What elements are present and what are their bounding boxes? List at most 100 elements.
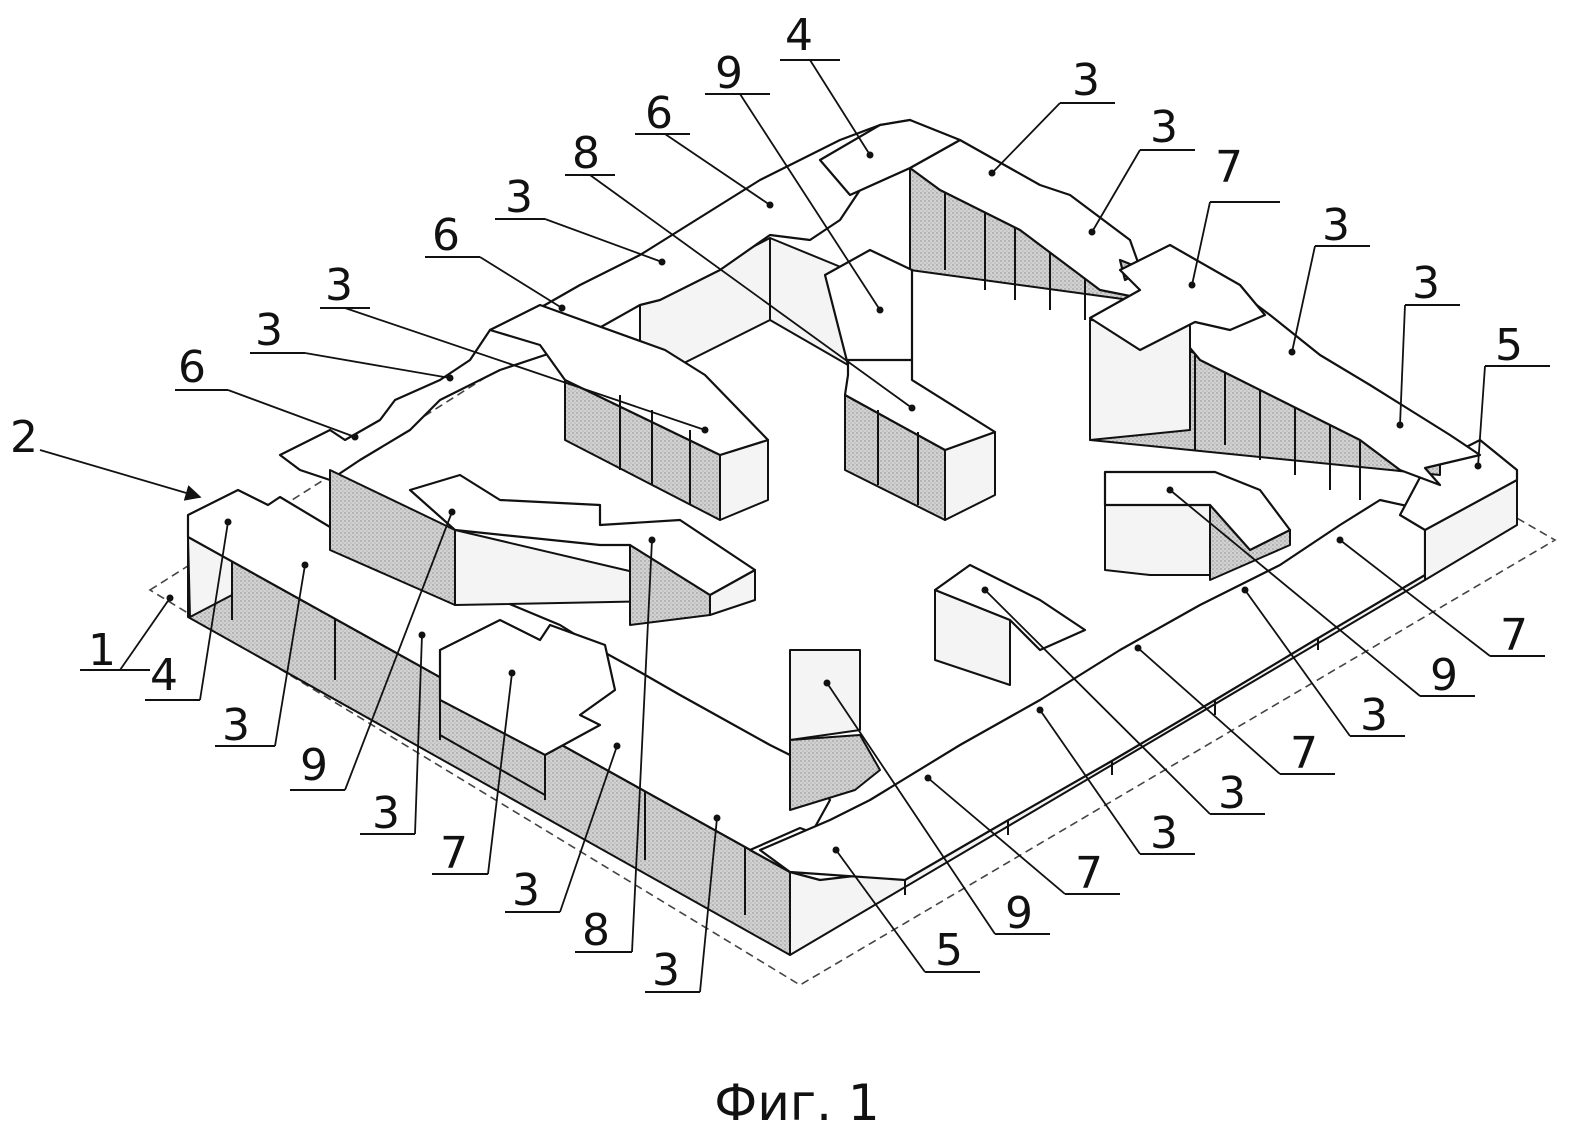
callout-leader-c-7d <box>1339 539 1491 657</box>
inner-wing-left-joints <box>619 395 691 505</box>
callout-label-c-3l: 3 <box>505 172 533 223</box>
inner-wing-lower-roof <box>408 473 757 597</box>
callout-leader-c-3a <box>274 564 306 747</box>
callout-dot-c-5b <box>1474 462 1482 470</box>
callout-leader-c-9c <box>1169 489 1421 697</box>
callout-leader-c-6b <box>479 256 563 309</box>
inner-wing-br-roof <box>933 563 1087 652</box>
callout-dot-c-9b <box>823 679 831 687</box>
callout-label-c-3j: 3 <box>1150 102 1178 153</box>
callout-label-c-5b: 5 <box>1495 320 1523 371</box>
callout-leader-c-5a <box>835 849 926 973</box>
callout-dot-c-7e <box>1188 281 1196 289</box>
callout-label-c-6a: 6 <box>645 88 673 139</box>
se-wing-roof <box>758 498 1427 882</box>
callout-leader-c-8b <box>589 174 913 409</box>
callout-dot-c-7a <box>508 669 516 677</box>
callout-dot-c-9d <box>876 306 884 314</box>
callout-leader-c-5b <box>1477 365 1486 467</box>
callout-leader-c-3j <box>1091 149 1141 233</box>
callout-label-c-3n: 3 <box>255 305 283 356</box>
callout-label-c-3d: 3 <box>652 945 680 996</box>
callout-dot-c-6b <box>558 304 566 312</box>
callout-dot-c-3l <box>658 258 666 266</box>
callout-dot-c-7c <box>1134 644 1142 652</box>
callout-dot-c-3d <box>713 814 721 822</box>
callout-leader-c-9a <box>344 511 453 791</box>
callout-leader-c-3e <box>1039 709 1141 855</box>
callout-label-c-9a: 9 <box>300 740 328 791</box>
callout-label-c-3a: 3 <box>222 700 250 751</box>
callout-label-c-8a: 8 <box>582 905 610 956</box>
callout-leader-c-3m <box>344 307 706 431</box>
callout-dot-c-3f <box>981 586 989 594</box>
callout-dot-c-3e <box>1036 706 1044 714</box>
callout-leader-c-3g <box>1244 589 1351 737</box>
callout-label-c-3g: 3 <box>1360 690 1388 741</box>
callout-leader-c-9b <box>826 682 996 935</box>
callout-dot-c-1 <box>166 594 174 602</box>
callout-label-c-9d: 9 <box>715 48 743 99</box>
callout-dot-c-3a <box>301 561 309 569</box>
callout-label-c-3h: 3 <box>1412 258 1440 309</box>
callout-leader-c-8a <box>631 539 653 953</box>
callout-dot-c-6a <box>766 201 774 209</box>
callout-label-c-7e: 7 <box>1215 142 1243 193</box>
callout-dot-c-3j <box>1088 228 1096 236</box>
callout-leader-c-3d <box>699 817 718 993</box>
callout-leader-c-7a <box>487 672 513 875</box>
callout-dot-c-3i <box>1288 348 1296 356</box>
sw-t-section-wall <box>439 649 546 796</box>
back-corner-roof <box>818 118 962 197</box>
callout-dot-c-9a <box>448 508 456 516</box>
callout-dot-c-8b <box>908 404 916 412</box>
callout-dot-c-3k <box>988 169 996 177</box>
building-block <box>186 118 1519 956</box>
callout-dot-c-6c <box>351 433 359 441</box>
callout-leader-c-3n <box>304 352 451 379</box>
callout-label-c-7d: 7 <box>1500 610 1528 661</box>
callout-dot-c-5a <box>832 846 840 854</box>
callout-label-c-3m: 3 <box>325 260 353 311</box>
callout-dot-c-4b <box>866 151 874 159</box>
callout-dot-c-3g <box>1241 586 1249 594</box>
callout-leader-c-3i <box>1291 245 1316 353</box>
callout-label-c-5a: 5 <box>935 925 963 976</box>
callout-leader-c-9d <box>739 93 881 311</box>
callout-leader-c-7b <box>927 777 1066 895</box>
callout-leader-c-1 <box>119 597 171 671</box>
callout-label-c-3e: 3 <box>1150 808 1178 859</box>
callout-label-c-3c: 3 <box>512 865 540 916</box>
callout-leader-c-4b <box>809 59 871 156</box>
callout-leader-c-3f <box>984 589 1211 815</box>
inner-wing-right-wall <box>1104 504 1211 576</box>
callout-label-c-4a: 4 <box>150 650 178 701</box>
callout-dot-c-4a <box>224 518 232 526</box>
figure-caption: Фиг. 1 <box>714 1074 879 1132</box>
callout-label-c-3k: 3 <box>1072 55 1100 106</box>
callout-leader-c-3b <box>414 634 423 835</box>
callout-dot-c-9c <box>1166 486 1174 494</box>
callout-label-c-4b: 4 <box>785 10 813 61</box>
callout-label-c-9c: 9 <box>1430 650 1458 701</box>
callout-label-c-1: 1 <box>88 625 116 676</box>
callout-label-c-7a: 7 <box>440 828 468 879</box>
callout-leader-c-7c <box>1137 647 1281 775</box>
callout-dot-c-8a <box>648 536 656 544</box>
callout-label-c-7b: 7 <box>1075 848 1103 899</box>
callout-dot-c-7d <box>1336 536 1344 544</box>
callout-leader-c-3l <box>544 218 663 263</box>
callout-leader-c-6c <box>227 389 356 438</box>
callout-label-c-3b: 3 <box>372 788 400 839</box>
callout-dot-c-3m <box>701 426 709 434</box>
callout-label-c-3i: 3 <box>1322 200 1350 251</box>
callout-leader-c-6a <box>664 133 771 206</box>
callout-label-c-6b: 6 <box>432 210 460 261</box>
callout-leader-c-3h <box>1399 304 1406 426</box>
ne-t-section-roof <box>1088 243 1267 352</box>
callout-leader-c-3k <box>991 102 1061 174</box>
callout-dot-c-3h <box>1396 421 1404 429</box>
callout-leader-c-4a <box>199 521 229 701</box>
